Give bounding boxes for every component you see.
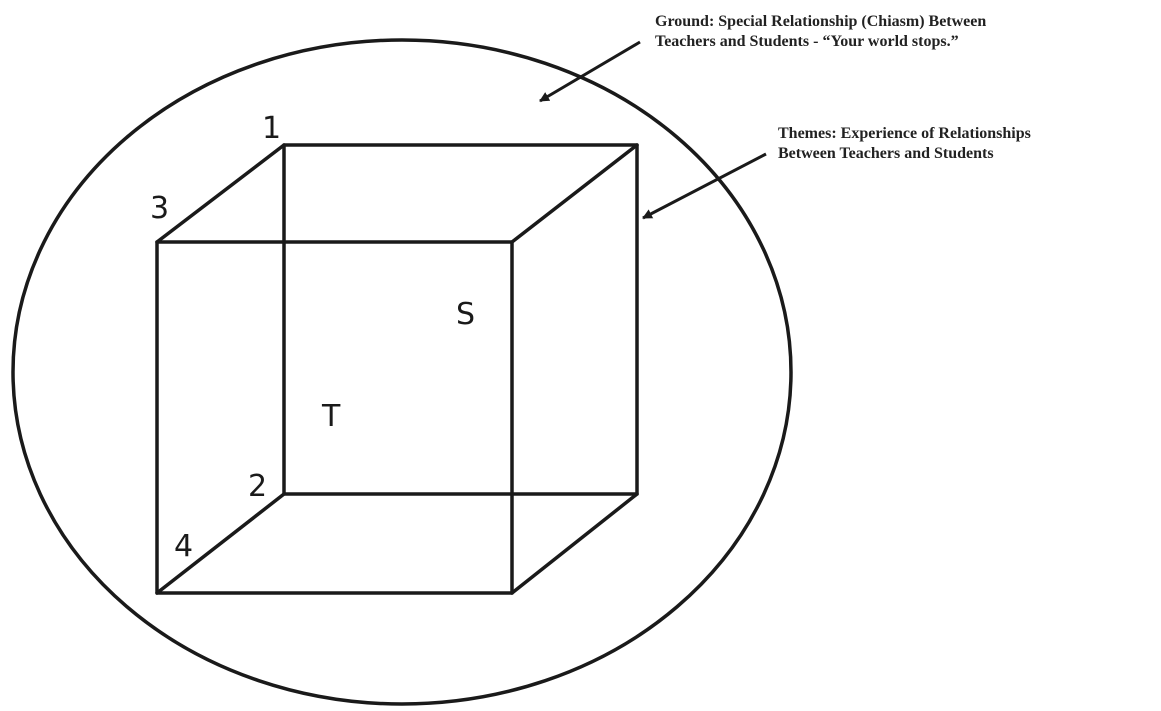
ground-circle [11,38,793,706]
themes-annotation-line-2: Between Teachers and Students [778,145,994,162]
ground-annotation: Ground: Special Relationship (Chiasm) Be… [655,12,986,52]
themes-arrow [642,152,767,220]
ground-annotation-line-1: Ground: Special Relationship (Chiasm) Be… [655,13,987,30]
corner-label-1: 1 [262,111,281,146]
themes-annotation-line-1: Themes: Experience of Relationships [778,125,1031,142]
themes-annotation: Themes: Experience of Relationships Betw… [778,124,1031,164]
students-label: S [456,297,475,332]
ground-arrow [539,40,641,103]
corner-label-4: 4 [174,529,193,564]
cube-connecting-edges [155,143,639,595]
corner-label-2: 2 [248,469,267,504]
corner-label-3: 3 [150,191,169,226]
teachers-label: T [321,399,341,434]
ground-annotation-line-2: Teachers and Students - “Your world stop… [655,33,959,50]
